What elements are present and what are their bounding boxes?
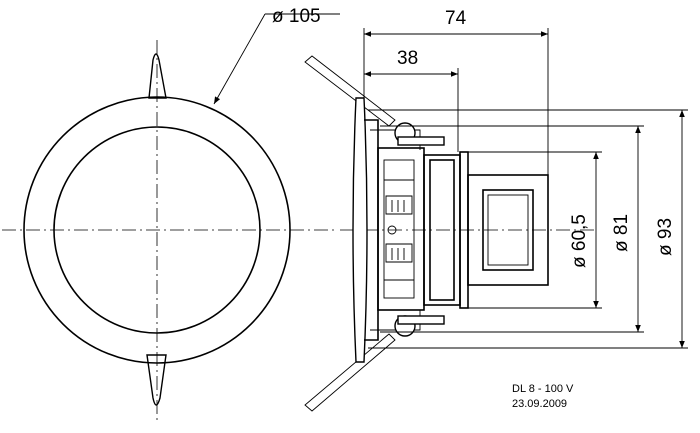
side-view	[304, 55, 598, 412]
terminal-top	[385, 195, 413, 215]
magnet-ring-2	[429, 159, 455, 301]
leader-diameter-outer	[213, 13, 266, 105]
note-model: DL 8 - 100 V	[512, 383, 574, 395]
top-clip-spring	[148, 53, 167, 99]
rear-housing-core	[487, 194, 529, 266]
dim-depth-total: 74	[445, 8, 467, 29]
front-view	[2, 40, 335, 420]
dimensions: ø 105 74 38 ø 60,5 ø 81 ø 93	[213, 6, 688, 349]
mount-bottom-plate	[397, 315, 445, 325]
dim-diameter-cutout: ø 93	[655, 218, 676, 256]
side-flange	[352, 97, 368, 363]
terminal-bottom	[385, 243, 413, 263]
dim-diameter-frame: ø 81	[611, 214, 632, 252]
dim-diameter-outer: ø 105	[272, 6, 321, 27]
mount-top-plate	[397, 136, 445, 146]
terminal-center-screw	[387, 225, 397, 235]
rear-housing	[467, 174, 549, 286]
note-date: 23.09.2009	[512, 398, 567, 410]
rear-housing-inner	[482, 189, 534, 271]
side-spring-bottom	[304, 333, 396, 412]
side-spring-top	[304, 55, 396, 127]
terminal-inner	[383, 159, 415, 299]
dim-depth-partial: 38	[397, 48, 418, 69]
dim-diameter-magnet: ø 60,5	[569, 214, 590, 268]
terminal-block	[377, 147, 425, 311]
